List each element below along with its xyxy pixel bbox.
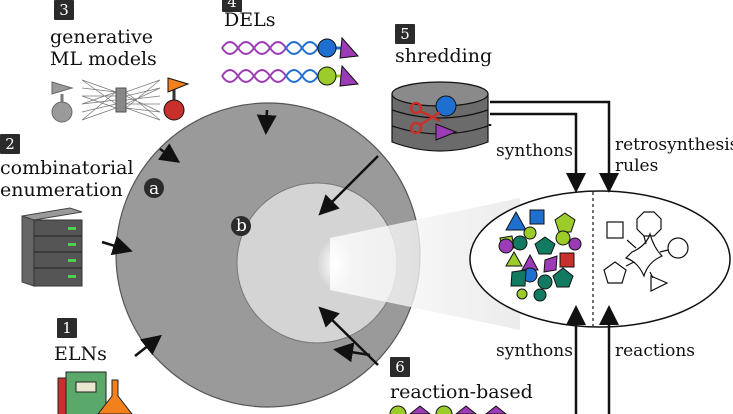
region-a-marker <box>144 178 164 198</box>
step-6-badge: 6 <box>390 357 410 377</box>
input-arrows <box>101 109 379 366</box>
step-3-label-line2: ML models <box>50 48 157 70</box>
flow-lines <box>488 100 619 414</box>
reaction-based-shapes <box>389 405 507 414</box>
synthon-shapes <box>498 209 582 302</box>
step-1-badge: 1 <box>57 318 77 338</box>
step-1-label: ELNs <box>54 343 107 365</box>
step-3-label-line1: generative <box>50 26 153 48</box>
synthons-top-label: synthons <box>496 141 573 161</box>
server-icon <box>21 207 83 287</box>
region-b-marker <box>231 216 251 236</box>
shredding-disk-icon <box>391 81 489 152</box>
retrosynthesis-label-line2: rules <box>615 156 659 176</box>
building-block-ellipse <box>469 190 731 328</box>
step-5-badge: 5 <box>395 24 415 44</box>
step-4-label: DELs <box>224 9 276 31</box>
zoom-beam <box>330 198 520 330</box>
step-4-badge: 4 <box>222 0 242 12</box>
step-5-label: shredding <box>395 45 493 67</box>
step-2-label-line1: combinatorial <box>0 157 134 179</box>
ml-model-icon <box>51 77 190 123</box>
eln-notebook-icon <box>57 371 133 414</box>
region-b-label: b <box>236 216 247 236</box>
step-3-badge: 3 <box>54 0 74 20</box>
step-6-label: reaction-based <box>390 381 533 403</box>
step-2-badge: 2 <box>0 134 20 154</box>
step-2-label-line2: enumeration <box>0 179 123 201</box>
del-dna-icon <box>221 36 360 87</box>
reactions-label: reactions <box>615 341 696 361</box>
region-a-label: a <box>149 179 160 199</box>
synthons-bottom-label: synthons <box>496 341 573 361</box>
retrosynthesis-label-line1: retrosynthesis <box>615 135 733 155</box>
reaction-shapes <box>603 211 689 292</box>
